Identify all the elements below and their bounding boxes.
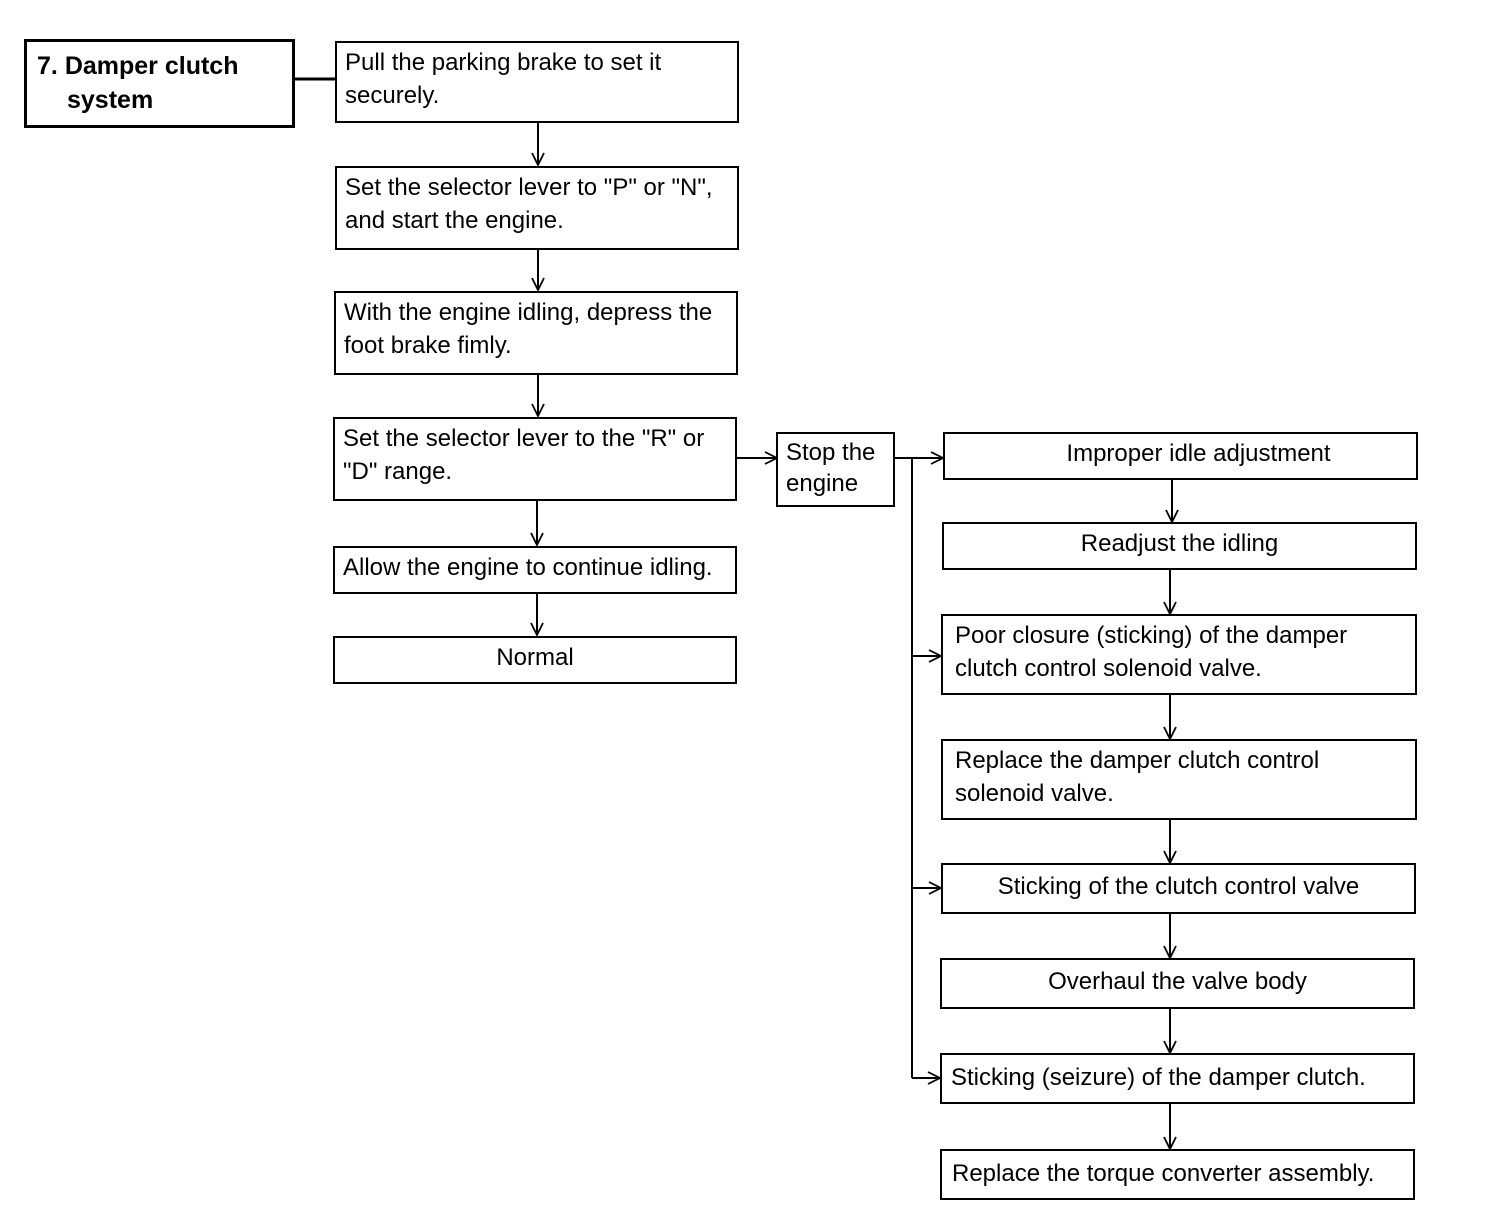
remedy-overhaul-valve-body: Overhaul the valve body (940, 958, 1415, 1009)
cause-improper-idle: Improper idle adjustment (943, 432, 1418, 480)
step-selector-p-n: Set the selector lever to "P" or "N", an… (335, 166, 739, 250)
step-selector-r-d: Set the selector lever to the "R" or "D"… (333, 417, 737, 501)
step-depress-foot-brake: With the engine idling, depress the foot… (334, 291, 738, 375)
result-normal: Normal (333, 636, 737, 684)
title-box: 7. Damper clutch system (24, 39, 295, 128)
title-line2: system (67, 86, 154, 114)
remedy-replace-torque-converter: Replace the torque converter assembly. (940, 1149, 1415, 1200)
title-number: 7. (37, 52, 58, 80)
title-line1: Damper clutch (64, 52, 239, 80)
step-continue-idling: Allow the engine to continue idling. (333, 546, 737, 594)
remedy-readjust-idling: Readjust the idling (942, 522, 1417, 570)
cause-damper-clutch-seizure: Sticking (seizure) of the damper clutch. (940, 1053, 1415, 1104)
cause-solenoid-sticking: Poor closure (sticking) of the damper cl… (941, 614, 1417, 695)
remedy-replace-solenoid: Replace the damper clutch control soleno… (941, 739, 1417, 820)
step-parking-brake: Pull the parking brake to set it securel… (335, 41, 739, 123)
cause-clutch-control-valve: Sticking of the clutch control valve (941, 863, 1416, 914)
stop-engine-box: Stop the engine (776, 432, 895, 507)
